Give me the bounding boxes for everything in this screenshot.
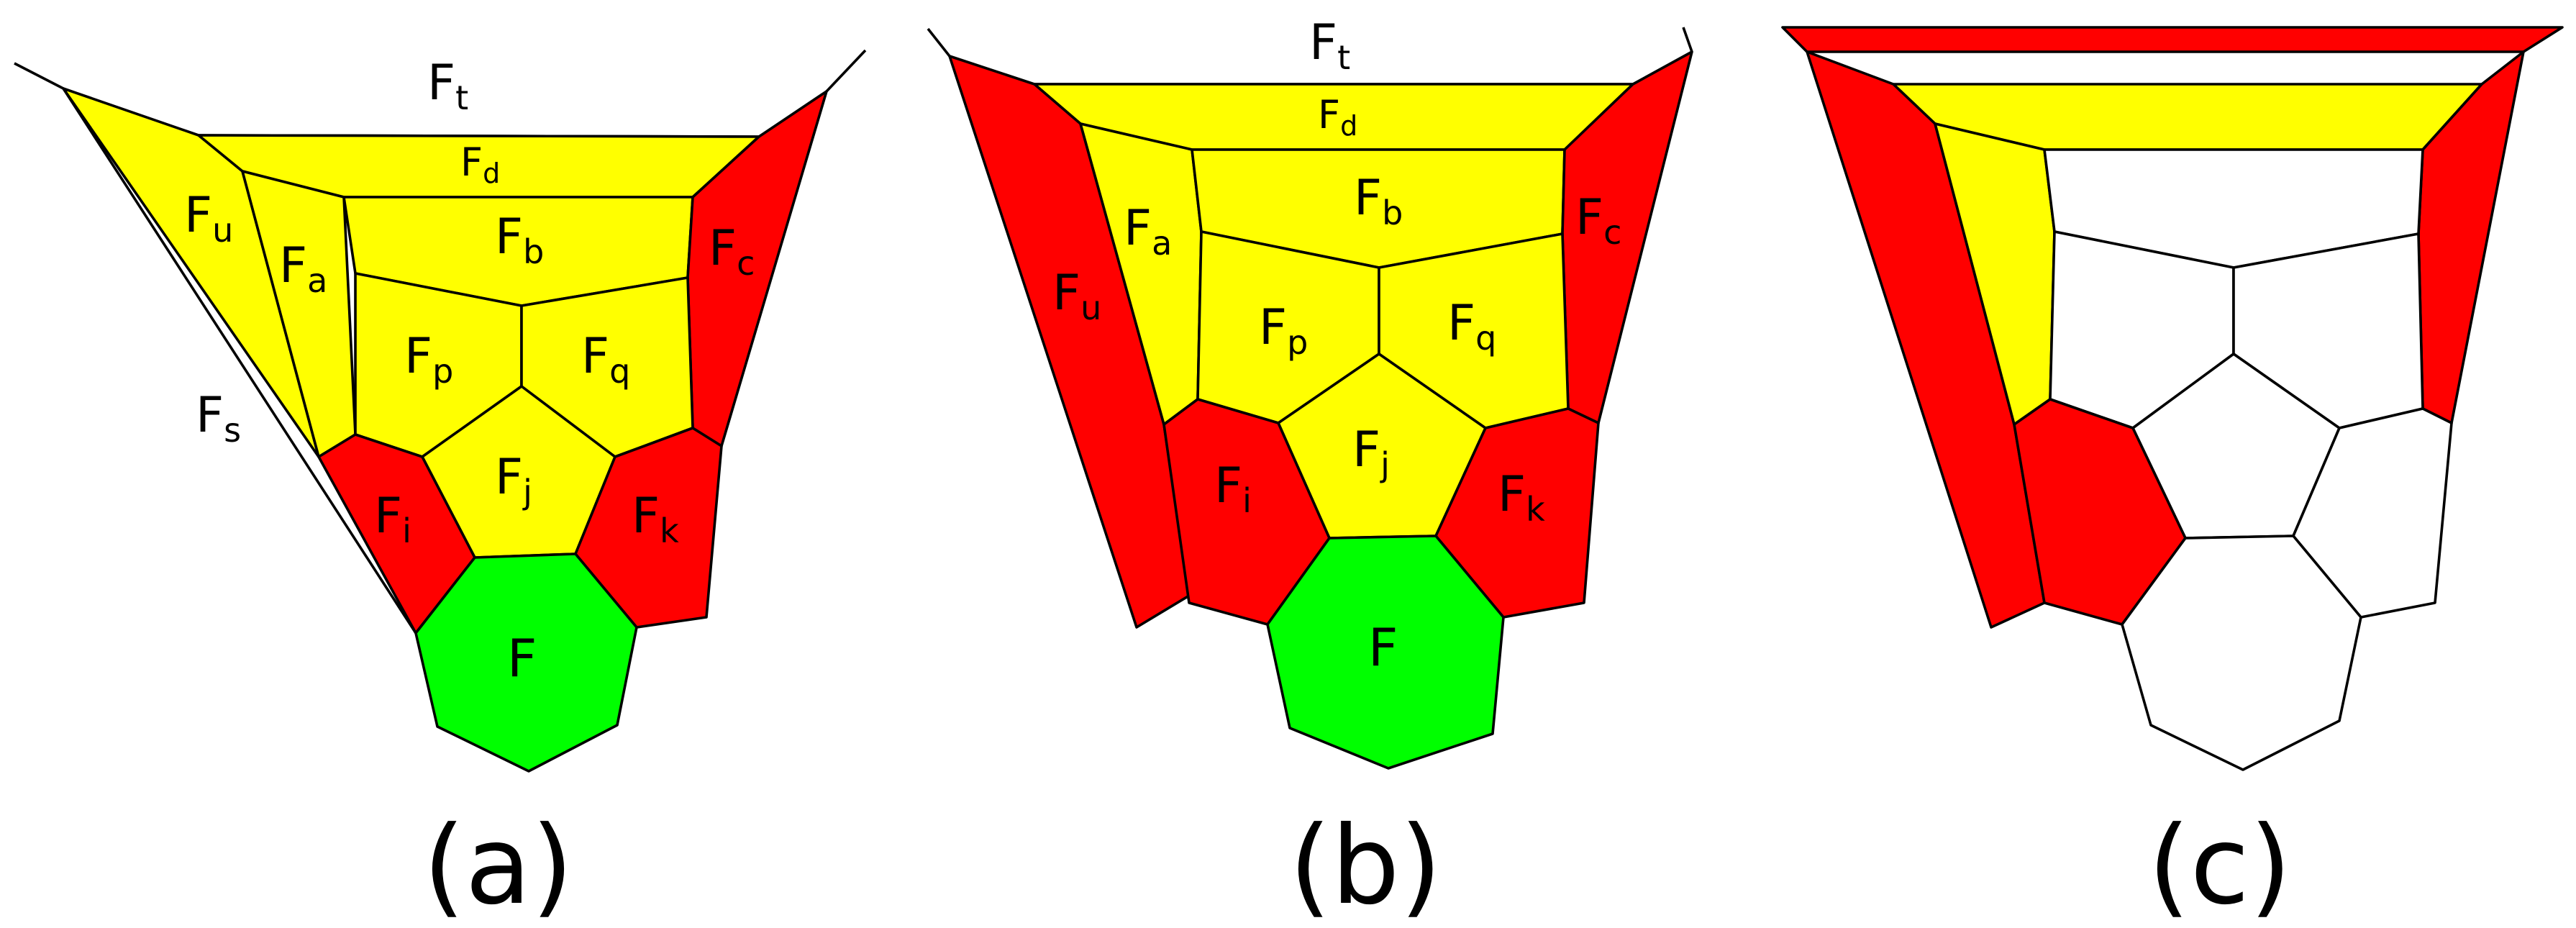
- panel-b-label-Fb: Fb: [1354, 170, 1403, 232]
- panel-c-face-top-red: [1781, 26, 2564, 53]
- panel-b: Ft Fd Fb Fa Fc Fu Fp Fq Fj Fi Fk F (b): [927, 14, 1693, 928]
- panel-a-label-Fk: Fk: [632, 488, 679, 550]
- panel-b-label-Fa: Fa: [1124, 200, 1172, 263]
- panel-b-label-F: F: [1368, 617, 1398, 678]
- panel-a-label-Fu: Fu: [184, 187, 233, 250]
- panel-b-ray-right: [1682, 27, 1693, 53]
- panel-a-label-Fq: Fq: [581, 328, 630, 391]
- panel-a-face-F: [414, 552, 638, 773]
- panel-b-label-Fc: Fc: [1575, 189, 1621, 252]
- panel-c-face-bottom-white: [2121, 534, 2362, 771]
- panel-a-ray-right: [825, 49, 867, 93]
- panel-a-label-Fi: Fi: [374, 488, 411, 550]
- panel-b-label-Fp: Fp: [1259, 299, 1308, 362]
- panel-b-caption: (b): [1289, 804, 1442, 928]
- panel-b-ray-left: [927, 27, 951, 58]
- panel-a-label-Fc: Fc: [709, 220, 755, 283]
- panel-a-label-Ft: Ft: [427, 55, 468, 117]
- panel-a-label-F: F: [507, 628, 537, 688]
- panel-a: Ft Fd Fu Fa Fb Fc Fp Fq Fs Fj Fi Fk F (a…: [14, 49, 867, 928]
- panel-b-label-Fj: Fj: [1352, 422, 1390, 484]
- panel-b-label-Fu: Fu: [1052, 265, 1101, 327]
- panel-b-label-Fi: Fi: [1214, 458, 1252, 520]
- panel-a-label-Fa: Fa: [279, 237, 327, 300]
- panel-a-caption: (a): [423, 804, 573, 928]
- panel-a-label-Fj: Fj: [495, 449, 532, 511]
- panel-a-label-Fd: Fd: [460, 140, 500, 189]
- panel-a-label-Fb: Fb: [495, 209, 544, 271]
- panel-a-face-Fi: [317, 433, 476, 634]
- panel-c: (c): [1781, 26, 2564, 928]
- panel-a-ray-left: [14, 62, 64, 90]
- panel-c-caption: (c): [2148, 804, 2292, 928]
- panel-a-edge-Fs: [62, 88, 417, 634]
- panel-b-label-Fq: Fq: [1447, 295, 1496, 358]
- panel-b-label-Fd: Fd: [1318, 92, 1357, 142]
- panel-a-label-Fs: Fs: [196, 387, 241, 450]
- panel-b-label-Ft: Ft: [1309, 14, 1350, 77]
- panel-a-label-Fp: Fp: [404, 328, 453, 391]
- panel-b-label-Fk: Fk: [1498, 466, 1545, 529]
- panel-b-face-F: [1266, 534, 1505, 770]
